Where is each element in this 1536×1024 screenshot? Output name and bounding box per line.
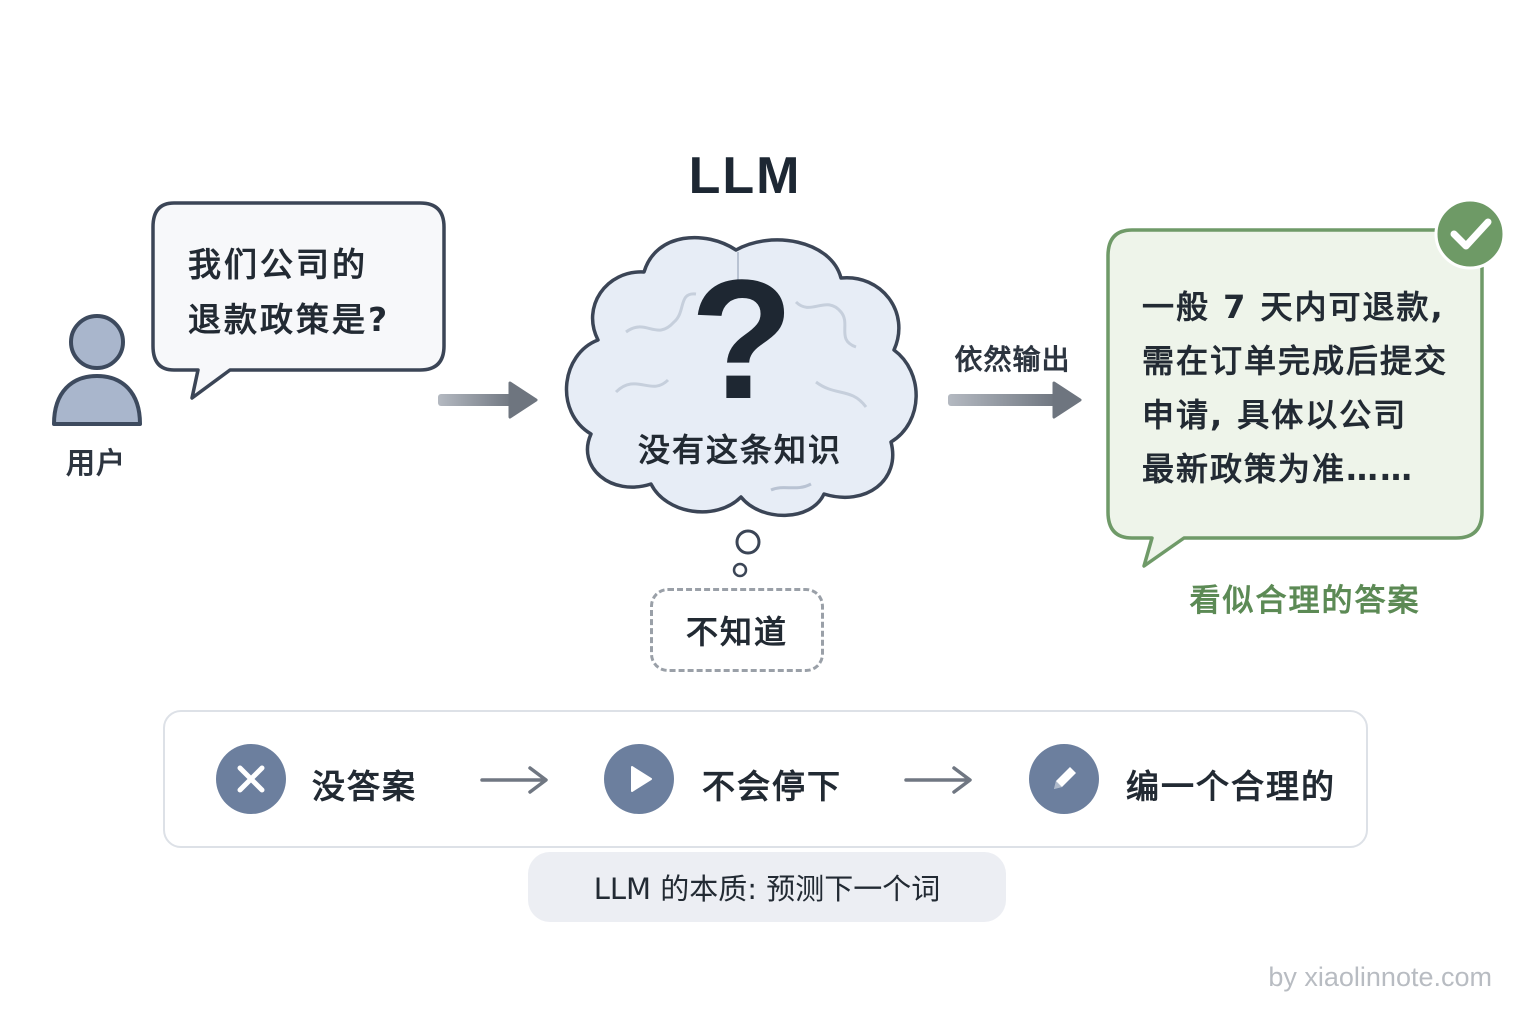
watermark: by xiaolinnote.com bbox=[1268, 962, 1492, 992]
flow-step-2: 不会停下 bbox=[702, 767, 842, 806]
answer-bubble bbox=[1106, 198, 1506, 568]
answer-line-2: 需在订单完成后提交 bbox=[1142, 342, 1449, 380]
answer-line-3: 申请, 具体以公司 bbox=[1142, 396, 1408, 434]
thought-text: 不知道 bbox=[685, 613, 788, 651]
flow-step-3: 编一个合理的 bbox=[1126, 767, 1336, 806]
arrow-label: 依然输出 bbox=[954, 343, 1071, 376]
arrow-right-icon bbox=[480, 766, 548, 794]
question-mark: ? bbox=[690, 245, 794, 435]
arrow-right-icon bbox=[438, 381, 538, 419]
essence-text: LLM 的本质: 预测下一个词 bbox=[593, 872, 941, 906]
user-label: 用户 bbox=[65, 446, 126, 480]
user-icon bbox=[52, 314, 142, 426]
play-icon bbox=[604, 744, 674, 814]
answer-caption: 看似合理的答案 bbox=[1189, 583, 1421, 619]
essence-pill: LLM 的本质: 预测下一个词 bbox=[528, 852, 1006, 922]
flow-panel bbox=[163, 710, 1368, 848]
x-icon bbox=[216, 744, 286, 814]
thought-box: 不知道 bbox=[650, 588, 824, 672]
pencil-icon bbox=[1029, 744, 1099, 814]
brain-cloud bbox=[564, 235, 918, 578]
arrow-right-icon bbox=[904, 766, 972, 794]
question-line-2: 退款政策是? bbox=[188, 300, 391, 339]
question-bubble bbox=[151, 201, 446, 400]
llm-title: LLM bbox=[688, 147, 802, 205]
no-knowledge-caption: 没有这条知识 bbox=[637, 431, 842, 469]
answer-line-1: 一般 7 天内可退款, bbox=[1142, 288, 1445, 326]
check-icon bbox=[1450, 218, 1492, 250]
question-line-1: 我们公司的 bbox=[188, 245, 368, 284]
flow-step-1: 没答案 bbox=[312, 767, 417, 806]
answer-line-4: 最新政策为准…… bbox=[1142, 450, 1415, 488]
arrow-right-icon bbox=[948, 381, 1082, 419]
